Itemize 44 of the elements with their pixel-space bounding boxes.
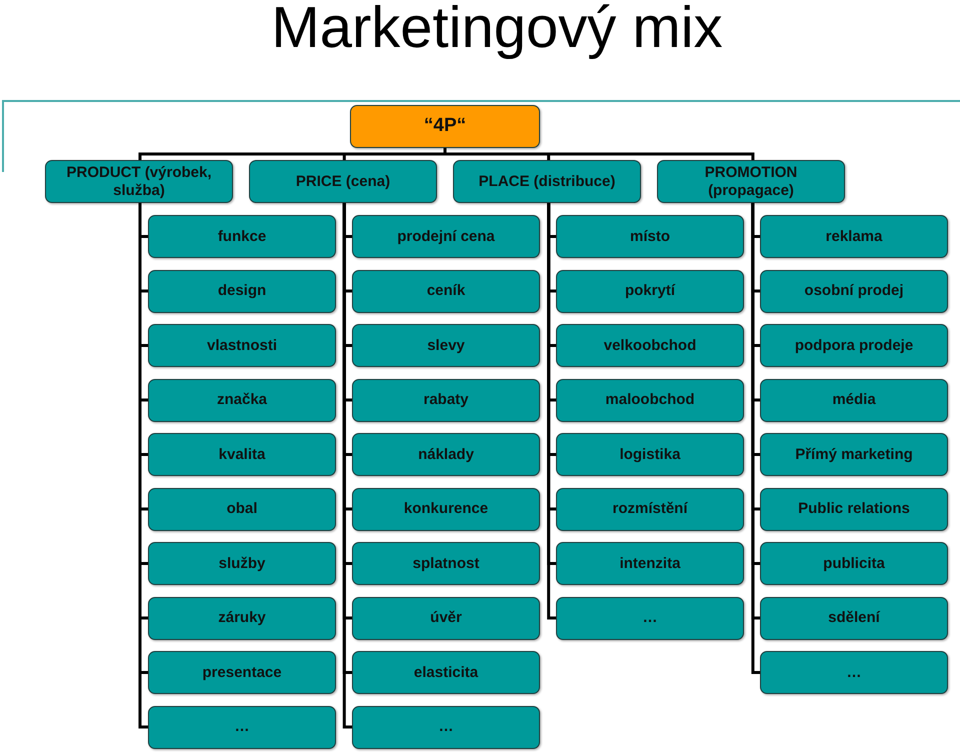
item-box: prodejní cena [352, 215, 540, 258]
item-box: publicita [760, 542, 948, 585]
root-box: “4P“ [350, 105, 540, 148]
item-box: funkce [148, 215, 336, 258]
item-box: … [148, 706, 336, 748]
item-box: úvěr [352, 596, 540, 640]
item-box: značka [148, 378, 336, 422]
item-box: maloobchod [556, 378, 744, 422]
category-box: PROMOTION (propagace) [657, 160, 845, 203]
item-box: Přímý marketing [760, 433, 948, 476]
item-box: služby [148, 542, 336, 585]
item-box: elasticita [352, 651, 540, 694]
item-box: design [148, 270, 336, 312]
item-box: rozmístění [556, 488, 744, 530]
item-box: sdělení [760, 596, 948, 640]
item-box: podpora prodeje [760, 324, 948, 367]
item-box: pokrytí [556, 270, 744, 312]
item-box: slevy [352, 324, 540, 367]
item-box: reklama [760, 215, 948, 258]
item-box: osobní prodej [760, 270, 948, 312]
category-box: PRICE (cena) [249, 160, 437, 203]
connector-line [444, 148, 754, 160]
item-box: intenzita [556, 542, 744, 585]
category-box: PLACE (distribuce) [453, 160, 641, 203]
item-box: rabaty [352, 378, 540, 422]
item-box: náklady [352, 433, 540, 476]
item-box: záruky [148, 596, 336, 640]
item-box: presentace [148, 651, 336, 694]
item-box: splatnost [352, 542, 540, 585]
category-box: PRODUCT (výrobek, služba) [45, 160, 233, 203]
slide-title: Marketingový mix [270, 0, 724, 61]
item-box: konkurence [352, 488, 540, 530]
item-box: … [352, 706, 540, 748]
item-box: kvalita [148, 433, 336, 476]
item-box: obal [148, 488, 336, 530]
item-box: … [556, 596, 744, 640]
item-box: ceník [352, 270, 540, 312]
item-box: velkoobchod [556, 324, 744, 367]
item-box: místo [556, 215, 744, 258]
item-box: média [760, 378, 948, 422]
item-box: logistika [556, 433, 744, 476]
item-box: … [760, 651, 948, 694]
item-box: vlastnosti [148, 324, 336, 367]
item-box: Public relations [760, 488, 948, 530]
